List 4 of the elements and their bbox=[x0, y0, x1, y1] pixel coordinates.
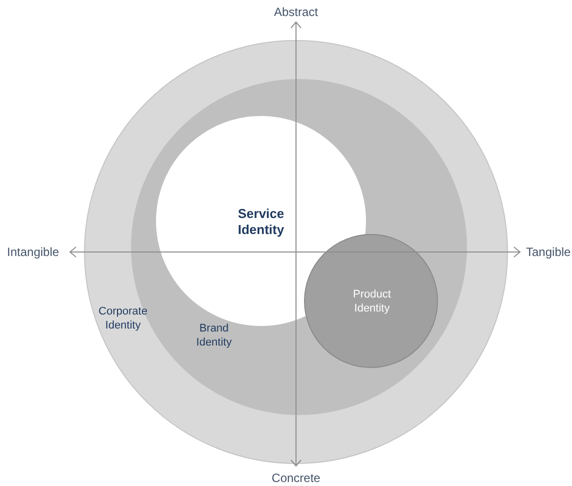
circle-label: Corporate Identity bbox=[98, 305, 148, 333]
circle-label: Product Identity bbox=[352, 288, 392, 316]
circle-label: Brand Identity bbox=[195, 322, 233, 350]
circle-label: Service Identity bbox=[236, 206, 286, 238]
